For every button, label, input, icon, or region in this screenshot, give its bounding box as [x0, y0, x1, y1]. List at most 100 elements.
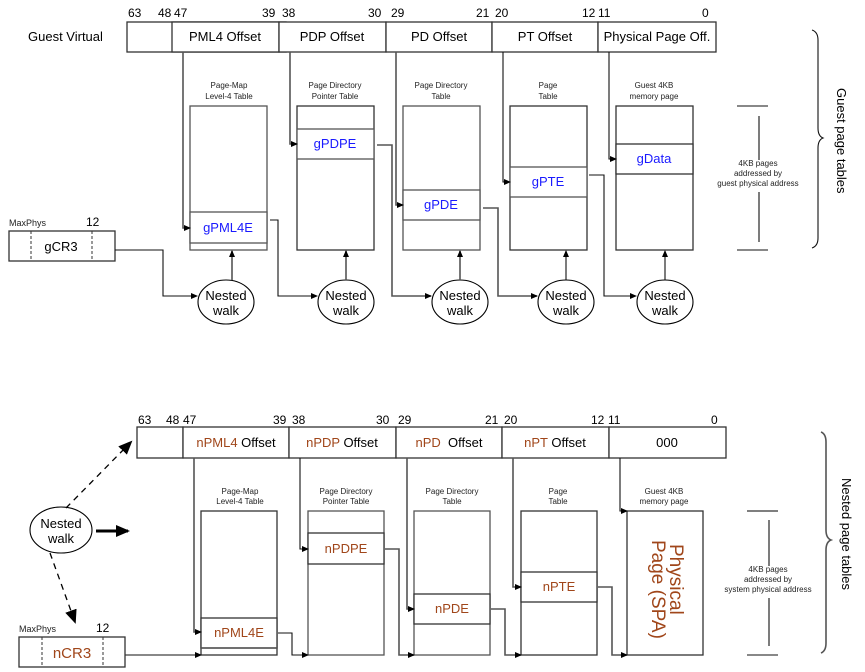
bit-label: 21 — [485, 413, 499, 427]
physical-page-label: Page (SPA) — [647, 540, 668, 639]
entry-label: gPML4E — [203, 220, 253, 235]
guest-pd-table — [402, 105, 481, 251]
chain-arrow — [491, 608, 522, 658]
pages-note: addressed by — [734, 169, 782, 178]
nested-walk-node: Nested walk — [537, 279, 595, 325]
bit-label: 38 — [282, 6, 296, 20]
bit-label: 12 — [582, 6, 596, 20]
address-field-pt — [491, 21, 599, 53]
chain-arrow — [598, 586, 628, 658]
bit-label: 12 — [591, 413, 605, 427]
bit-label: 47 — [174, 6, 188, 20]
table-title: Level-4 Table — [205, 92, 253, 101]
field-label: PDP Offset — [300, 29, 365, 44]
ncr3-register — [18, 636, 126, 668]
table-title: Table — [548, 497, 568, 506]
field-label: nPD Offset — [416, 435, 483, 450]
table-title: Table — [538, 92, 558, 101]
nested-brace — [820, 431, 834, 654]
guest-virtual-label: Guest Virtual — [28, 29, 103, 44]
bit-label: 48 — [166, 413, 180, 427]
walk-arrow — [377, 144, 432, 299]
bit-label: 63 — [138, 413, 152, 427]
entry-label: nPDE — [435, 601, 469, 616]
cr3-bit-label: 12 — [86, 215, 100, 229]
nested-walk-label: walk — [446, 303, 474, 318]
field-label: PT Offset — [518, 29, 573, 44]
bit-label: 29 — [391, 6, 405, 20]
bit-label: 30 — [376, 413, 390, 427]
ncr3-label: nCR3 — [53, 645, 91, 662]
chain-arrow — [385, 548, 415, 658]
nested-section: 63 48 47 39 38 30 29 21 20 12 11 0 nPML4… — [18, 413, 854, 668]
gcr3-register — [8, 230, 116, 262]
field-label: 000 — [656, 435, 678, 450]
table-title: Guest 4KB — [645, 487, 684, 496]
field-label: nPML4 Offset — [196, 435, 276, 450]
field-label: nPDP Offset — [306, 435, 378, 450]
nested-walk-node: Nested walk — [29, 506, 93, 554]
nested-walk-label: Nested — [545, 288, 586, 303]
entry-label: nPML4E — [214, 625, 264, 640]
entry-label: gPDPE — [314, 136, 357, 151]
guest-pt-entry — [509, 166, 588, 198]
table-title: Page-Map — [222, 487, 259, 496]
bit-label: 11 — [608, 413, 621, 427]
walk-arrow — [483, 207, 538, 299]
nested-walk-label: Nested — [325, 288, 366, 303]
nested-walk-node: Nested walk — [431, 279, 489, 325]
field-label: PD Offset — [411, 29, 468, 44]
entry-label: gPTE — [532, 174, 565, 189]
pdp-offset-arrow — [289, 52, 298, 147]
table-title: Page Directory — [415, 81, 468, 90]
table-title: Pointer Table — [323, 497, 370, 506]
physical-page-label: Physical — [665, 544, 686, 615]
entry-label: gPDE — [424, 197, 458, 212]
bit-label: 0 — [702, 6, 709, 20]
guest-memory-page — [615, 105, 694, 251]
field-suffix: Offset — [238, 435, 276, 450]
pages-note: addressed by — [744, 575, 792, 584]
nested-walk-label: Nested — [205, 288, 246, 303]
table-title: Table — [442, 497, 462, 506]
nested-page-tables-label: Nested page tables — [839, 478, 854, 591]
nested-walk-node: Nested walk — [317, 279, 375, 325]
chain-arrow — [278, 632, 309, 658]
table-title: Level-4 Table — [216, 497, 264, 506]
guest-brace — [811, 29, 825, 249]
table-title: memory page — [640, 497, 689, 506]
nested-walk-label: Nested — [40, 516, 81, 531]
bit-label: 29 — [398, 413, 412, 427]
field-prefix: nPML4 — [196, 435, 237, 450]
bit-label: 63 — [128, 6, 142, 20]
bit-label: 20 — [504, 413, 518, 427]
dashed-arrow-to-address — [65, 440, 133, 509]
npd-offset-arrow — [406, 458, 415, 612]
nested-walk-label: walk — [47, 531, 75, 546]
entry-label: gData — [637, 151, 672, 166]
table-title: Page Directory — [426, 487, 479, 496]
pages-note: 4KB pages — [738, 159, 777, 168]
field-suffix: Offset — [340, 435, 378, 450]
field-prefix: nPT — [524, 435, 548, 450]
address-field-npml4 — [182, 426, 290, 459]
walk-arrow — [270, 219, 318, 299]
nested-walk-label: walk — [651, 303, 679, 318]
walk-arrow — [115, 249, 198, 299]
field-label: Physical Page Off. — [604, 29, 711, 44]
npdp-offset-arrow — [299, 458, 309, 552]
guest-data-entry — [615, 143, 694, 175]
bit-label: 38 — [292, 413, 306, 427]
bit-label: 30 — [368, 6, 382, 20]
maxphys-label: MaxPhys — [19, 624, 57, 634]
bit-label: 20 — [495, 6, 509, 20]
address-field-zero — [608, 426, 727, 459]
table-title: Page-Map — [211, 81, 248, 90]
field-label: nPT Offset — [524, 435, 586, 450]
table-title: Page Directory — [309, 81, 362, 90]
cr3-bit-label: 12 — [96, 621, 110, 635]
walk-arrow — [589, 174, 637, 299]
bit-label: 39 — [262, 6, 276, 20]
field-suffix: Offset — [441, 435, 483, 450]
